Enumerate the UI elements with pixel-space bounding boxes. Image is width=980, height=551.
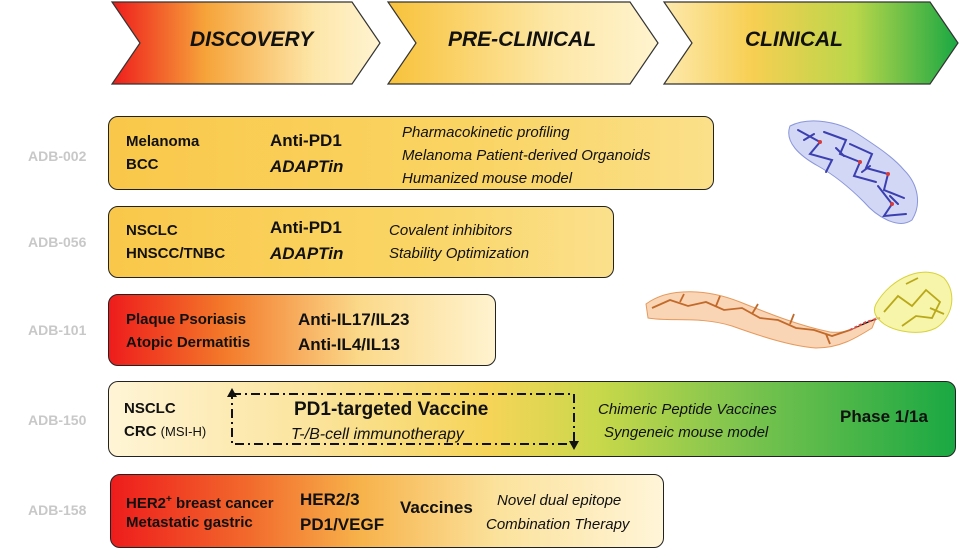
program-code: ADB-101: [28, 322, 87, 338]
activity-label: Novel dual epitope: [497, 492, 622, 509]
dashed-cycle-arrow-box: [227, 388, 579, 450]
disease-note: (MSI-H): [160, 424, 207, 439]
peptide-structure-image: [645, 271, 953, 349]
disease-label: HNSCC/TNBC: [126, 245, 226, 262]
target-label: ADAPTin: [270, 244, 344, 263]
activity-label: Stability Optimization: [389, 245, 530, 262]
protein-structure-image: [788, 120, 919, 224]
stage-chevron-discovery: [110, 1, 381, 85]
modality-label: Vaccines: [400, 498, 473, 517]
stage-label-preclinical: PRE-CLINICAL: [448, 28, 597, 51]
program-bar-adb-158: [110, 474, 664, 548]
disease-label: BCC: [126, 156, 159, 173]
vaccine-subtitle: T-/B-cell immunotherapy: [291, 426, 464, 443]
program-code: ADB-002: [28, 148, 87, 164]
target-label: Anti-IL4/IL13: [298, 335, 401, 354]
target-label: ADAPTin: [270, 157, 344, 176]
disease-label: Atopic Dermatitis: [126, 334, 251, 351]
activity-label: Pharmacokinetic profiling: [402, 124, 570, 141]
disease-label: NSCLC: [126, 222, 178, 239]
program-bar-adb-002: [108, 116, 714, 190]
superscript: +: [166, 494, 172, 505]
disease-label: Plaque Psoriasis: [126, 311, 247, 328]
stage-label-discovery: DISCOVERY: [190, 28, 314, 51]
activity-label: Combination Therapy: [486, 516, 630, 533]
program-code: ADB-158: [28, 502, 87, 518]
disease-label: Melanoma: [126, 133, 200, 150]
vaccine-title: PD1-targeted Vaccine: [294, 399, 489, 420]
activity-label: Melanoma Patient-derived Organoids: [402, 147, 651, 164]
disease-label-with-note: CRC (MSI-H): [124, 421, 206, 443]
activity-label: Syngeneic mouse model: [604, 424, 769, 441]
target-label: HER2/3: [300, 490, 360, 509]
program-code: ADB-150: [28, 412, 87, 428]
disease-label: CRC: [124, 423, 157, 440]
target-label: PD1/VEGF: [300, 515, 385, 534]
disease-label: NSCLC: [124, 400, 176, 417]
stage-label-clinical: CLINICAL: [745, 28, 843, 51]
activity-label: Covalent inhibitors: [389, 222, 513, 239]
stage-chevron-clinical: [662, 1, 959, 85]
disease-suffix: breast cancer: [171, 495, 274, 512]
program-bar-adb-101: [108, 294, 496, 366]
target-label: Anti-IL17/IL23: [298, 310, 410, 329]
target-label: Anti-PD1: [270, 218, 342, 237]
activity-label: Humanized mouse model: [402, 170, 573, 187]
program-bar-adb-056: [108, 206, 614, 278]
pipeline-stage-banner: [110, 1, 959, 85]
stage-chevron-preclinical: [386, 1, 659, 85]
target-label: Anti-PD1: [270, 131, 342, 150]
disease-label: HER2: [126, 495, 167, 512]
disease-label-her2: HER2+ breast cancer: [126, 489, 274, 515]
program-code: ADB-056: [28, 234, 87, 250]
phase-label: Phase 1/1a: [840, 407, 928, 426]
disease-label: Metastatic gastric: [126, 514, 253, 531]
activity-label: Chimeric Peptide Vaccines: [598, 401, 777, 418]
